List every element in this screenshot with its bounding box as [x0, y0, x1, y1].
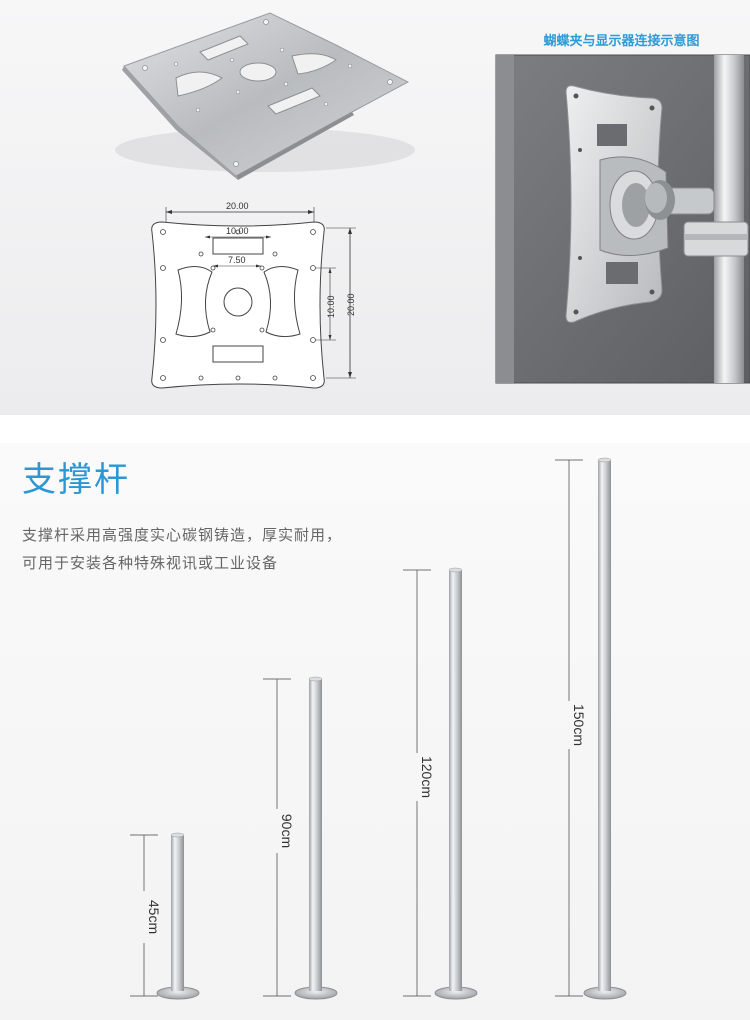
- support-rod-section: 支撑杆 支撑杆采用高强度实心碳钢铸造，厚实耐用， 可用于安装各种特殊视讯或工业设…: [0, 443, 750, 1020]
- rod-length-label: 90cm: [279, 814, 295, 848]
- product-detail-top-panel: 20.00 10.00 7.50: [0, 0, 750, 415]
- rod-length-label: 150cm: [571, 704, 587, 746]
- description-line: 可用于安装各种特殊视讯或工业设备: [22, 554, 279, 572]
- rod-length-label: 120cm: [419, 756, 435, 798]
- section-description: 支撑杆采用高强度实心碳钢铸造，厚实耐用， 可用于安装各种特殊视讯或工业设备: [22, 521, 342, 577]
- rod-lengths-illustration: 45cm 90cm 120cm: [130, 457, 627, 1000]
- rod-120cm: 120cm: [403, 567, 478, 1000]
- mounting-plate-render: [115, 12, 415, 180]
- install-photo-caption: 蝴蝶夹与显示器连接示意图: [543, 34, 700, 49]
- dim-hole-spacing: 7.50: [228, 255, 246, 265]
- rod-length-label: 45cm: [146, 900, 162, 934]
- rod-150cm: 150cm: [555, 457, 627, 1000]
- dim-top-width: 20.00: [226, 201, 249, 211]
- section-title: 支撑杆: [22, 460, 130, 500]
- rod-45cm: 45cm: [130, 832, 200, 1000]
- install-photo: [495, 54, 750, 384]
- section-gap: [0, 415, 750, 443]
- dim-total-height: 20.00: [346, 293, 356, 316]
- rod-90cm: 90cm: [263, 676, 338, 1000]
- description-line: 支撑杆采用高强度实心碳钢铸造，厚实耐用，: [22, 526, 343, 544]
- mounting-plate-dimension-drawing: 20.00 10.00 7.50: [151, 201, 356, 389]
- dim-slot-width: 10.00: [226, 226, 249, 236]
- dim-inner-height: 10.00: [326, 295, 336, 318]
